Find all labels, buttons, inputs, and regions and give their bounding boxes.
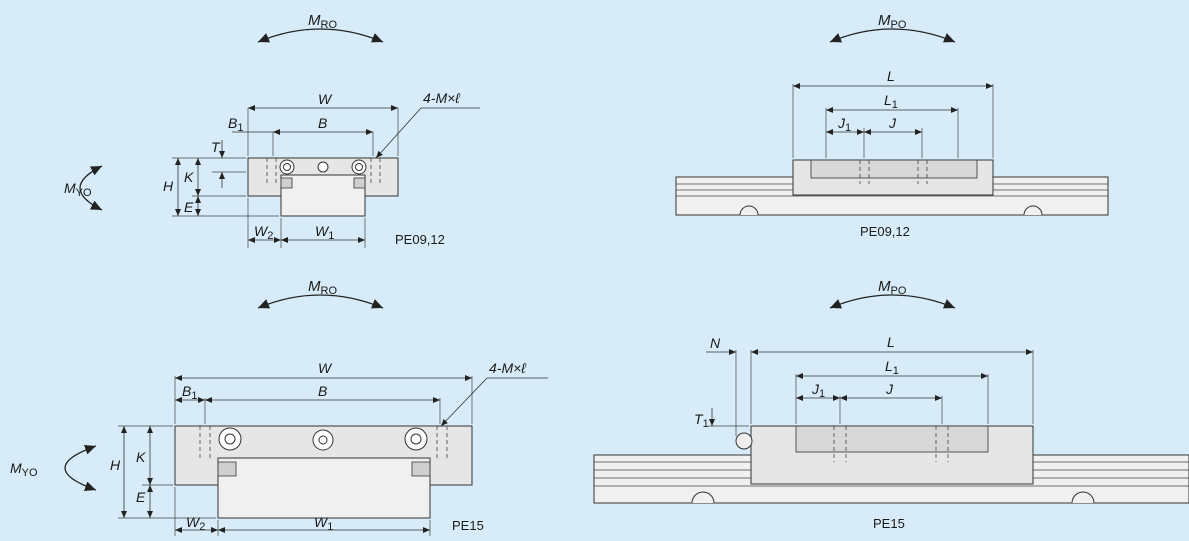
rail-hole-right (1071, 491, 1095, 504)
label-L: L (887, 68, 895, 84)
yaw-moment-arrow (79, 165, 103, 211)
label-W1: W1 (314, 514, 333, 533)
rail-section (217, 457, 431, 519)
grease-nipple-icon (312, 429, 334, 451)
rolling-moment-arrow (257, 28, 384, 43)
screw-left-head-icon (283, 163, 291, 171)
carriage-top-plate (795, 425, 989, 453)
caption-top-left: PE09,12 (395, 232, 445, 247)
label-N: N (710, 335, 721, 351)
figure-bottom-right-side-view: MPO N L L1 J1 J T1 PE15 (593, 278, 1189, 531)
label-B1: B1 (182, 383, 197, 402)
label-J: J (888, 115, 897, 131)
yaw-ro-label: MYO (64, 180, 92, 199)
screw-left-icon (279, 159, 295, 175)
screw-right-head-icon (355, 163, 363, 171)
pitching-moment-arrow (829, 294, 956, 309)
rail-hole-right (1023, 205, 1043, 216)
moment-po-label: MPO (878, 12, 907, 31)
label-W: W (318, 91, 333, 107)
screw-right-head-icon (410, 433, 422, 445)
label-K: K (184, 169, 194, 185)
label-H: H (110, 457, 121, 473)
ball-groove-right (353, 177, 366, 189)
label-W: W (318, 360, 333, 376)
label-E: E (136, 489, 146, 505)
yaw-moment-arrow (64, 444, 97, 492)
rail-section (280, 174, 366, 217)
label-B1: B1 (228, 115, 243, 134)
moment-ro-label: MRO (308, 278, 337, 297)
label-bolt: 4-M×ℓ (423, 90, 460, 106)
caption-bottom-right: PE15 (873, 516, 905, 531)
rail-hole-left (739, 205, 759, 216)
label-J: J (885, 381, 894, 397)
figure-top-left-end-view: MRO W B B1 4-M×ℓ (64, 12, 480, 248)
label-B: B (318, 115, 327, 131)
moment-po-label: MPO (878, 278, 907, 297)
figure-bottom-left-end-view: MRO W B1 B 4-M×ℓ H K E (10, 278, 548, 536)
carriage-top-plate (810, 159, 978, 179)
grease-nipple-center-icon (318, 435, 328, 445)
label-W2: W2 (254, 223, 273, 242)
rail-hole-left (691, 491, 715, 504)
label-L1: L1 (885, 358, 899, 377)
label-T1: T1 (694, 411, 709, 430)
caption-bottom-left: PE15 (452, 518, 484, 533)
label-J1: J1 (811, 381, 825, 400)
caption-top-right: PE09,12 (860, 224, 910, 239)
screw-right-icon (404, 427, 428, 451)
moment-ro-label: MRO (308, 12, 337, 31)
label-B: B (318, 383, 327, 399)
bolt-leader (375, 107, 422, 159)
pitching-moment-arrow (829, 28, 956, 43)
label-bolt: 4-M×ℓ (489, 360, 526, 376)
label-T: T (211, 139, 221, 155)
ball-groove-left (280, 177, 293, 189)
ball-groove-left (217, 461, 237, 477)
screw-left-head-icon (224, 433, 236, 445)
label-L1: L1 (884, 92, 898, 111)
label-E: E (184, 199, 194, 215)
screw-right-icon (351, 159, 367, 175)
label-H: H (163, 178, 174, 194)
grease-nipple-icon (317, 161, 329, 173)
figure-top-right-side-view: MPO L L1 J1 J PE09,12 (675, 12, 1109, 239)
label-J1: J1 (837, 115, 851, 134)
ball-groove-right (411, 461, 431, 477)
label-K: K (136, 449, 146, 465)
label-L: L (887, 334, 895, 350)
bolt-leader (440, 377, 488, 427)
grease-nipple-icon (735, 432, 753, 450)
rolling-moment-arrow (257, 294, 384, 309)
yaw-ro-label: MYO (10, 460, 38, 479)
screw-left-icon (218, 427, 242, 451)
label-W1: W1 (315, 223, 334, 242)
label-W2: W2 (186, 514, 205, 533)
